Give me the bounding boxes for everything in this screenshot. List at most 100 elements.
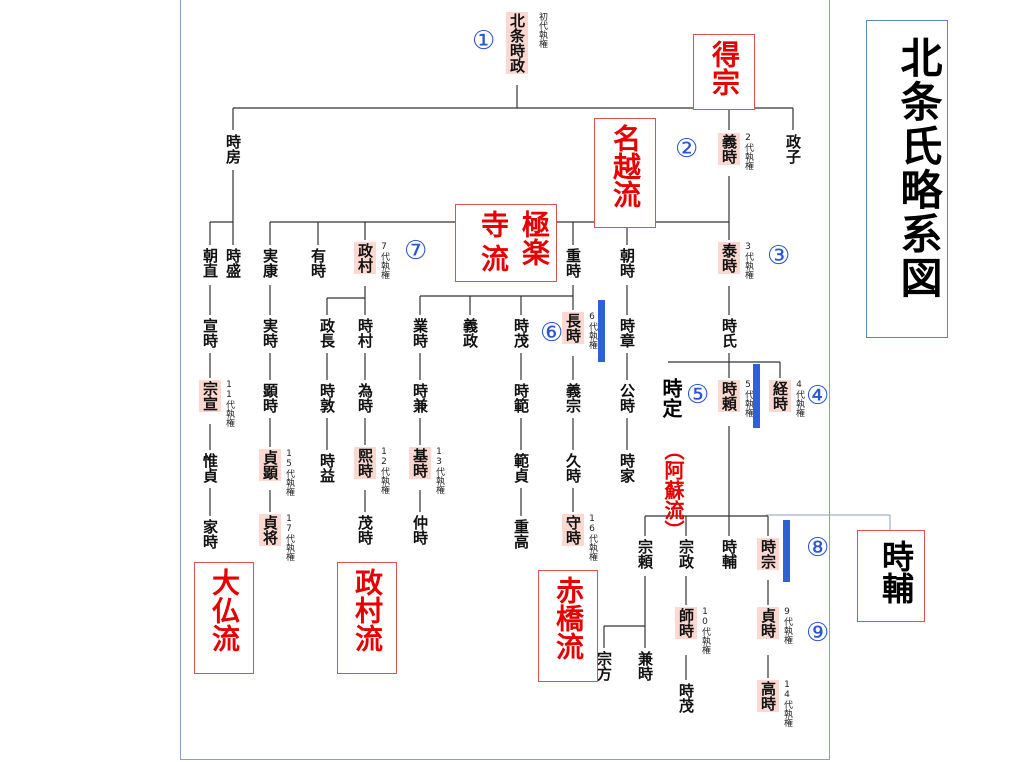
- person-ietoki: 家時: [199, 518, 221, 550]
- marker-bar-nagatoki: [598, 300, 605, 362]
- person-yoshimune: 義宗: [562, 382, 584, 414]
- person-nagatoki: 長時: [562, 312, 584, 344]
- person-munenobu: 宗宣: [199, 380, 221, 412]
- number-1: ①: [472, 26, 496, 56]
- regent-note-14: 14代執権: [782, 680, 792, 727]
- lineage-label-osaragi: 大仏流: [208, 568, 241, 652]
- lineage-box-osaragi: [194, 562, 254, 674]
- person-morotoki: 師時: [675, 607, 697, 639]
- person-sadayuki: 貞将: [259, 514, 281, 546]
- callout-jiho: 時輔: [877, 540, 915, 604]
- person-nakatoki: 仲時: [409, 514, 431, 546]
- lineage-label-tokuso: 得宗: [708, 40, 741, 96]
- regent-note-9: 9代執権: [782, 607, 792, 644]
- regent-note-2: 2代執権: [743, 133, 753, 170]
- person-tokiyori: 時頼: [718, 380, 740, 412]
- lineage-label-ryu: 流: [477, 244, 510, 272]
- person-saneyasu: 実康: [259, 247, 281, 279]
- regent-note-12: 12代執権: [379, 447, 389, 494]
- person-nobutoki: 宣時: [199, 317, 221, 349]
- person-mototoki: 基時: [409, 447, 431, 479]
- person-sanetoki: 実時: [259, 317, 281, 349]
- person-tokisuke: 時輔: [718, 538, 740, 570]
- regent-note-7: 7代執権: [379, 242, 389, 279]
- person-yasutoki: 泰時: [718, 242, 740, 274]
- regent-note-1: 初代執権: [537, 12, 547, 48]
- lineage-box-gokurakuji: [455, 204, 557, 282]
- person-kintoki: 公時: [616, 382, 638, 414]
- person-hirotoki: 煕時: [354, 447, 376, 479]
- lineage-box-akahashi: [538, 570, 598, 682]
- diagram-frame: [180, 0, 830, 760]
- lineage-label-aso: （阿蘇流）: [661, 440, 685, 540]
- regent-note-5: 5代執権: [743, 380, 753, 417]
- person-tokikane: 時兼: [409, 382, 431, 414]
- regent-note-6: 6代執権: [587, 312, 597, 349]
- person-akitoki: 顕時: [259, 382, 281, 414]
- callout-tokisada: 時定: [659, 378, 683, 418]
- person-munekata: 宗方: [593, 650, 615, 682]
- person-tokimasa: 北条時政: [506, 12, 528, 74]
- page-title: 北条氏略系図: [894, 36, 943, 300]
- person-tomonao: 朝直: [199, 247, 221, 279]
- regent-note-16: 16代執権: [587, 514, 597, 561]
- person-naritoki: 業時: [409, 317, 431, 349]
- person-tokinori: 時範: [510, 382, 532, 414]
- person-yoshitoki: 義時: [718, 133, 740, 165]
- person-kanetoki: 兼時: [634, 650, 656, 682]
- person-moritoki: 守時: [562, 514, 584, 546]
- person-aritoki: 有時: [307, 247, 329, 279]
- regent-note-11: 11代執権: [224, 380, 234, 427]
- person-sadatoki: 貞時: [757, 607, 779, 639]
- number-8: ⑧: [806, 533, 830, 563]
- person-tokishige2: 時茂: [675, 682, 697, 714]
- person-tokimasu: 時益: [316, 452, 338, 484]
- number-7: ⑦: [404, 236, 428, 266]
- person-tokimune: 時宗: [757, 538, 779, 570]
- person-tokishige: 時茂: [510, 317, 532, 349]
- number-9: ⑨: [806, 618, 830, 648]
- person-tokifusa: 時房: [222, 133, 244, 165]
- lineage-label-masamura: 政村流: [351, 568, 384, 652]
- person-tokimura: 時村: [354, 317, 376, 349]
- regent-note-10: 10代執権: [700, 607, 710, 654]
- person-tametoki: 為時: [354, 382, 376, 414]
- person-norisada: 範貞: [510, 452, 532, 484]
- person-masanaga: 政長: [316, 317, 338, 349]
- person-masako: 政子: [782, 133, 804, 165]
- regent-note-13: 13代執権: [434, 447, 444, 494]
- lineage-box-tokuso: [693, 34, 755, 110]
- person-koresada: 惟貞: [199, 452, 221, 484]
- person-takatoki: 高時: [757, 680, 779, 712]
- person-tokiuji: 時氏: [718, 317, 740, 349]
- marker-bar-tokimune: [783, 520, 790, 582]
- person-shigetoki: 重時: [562, 247, 584, 279]
- lineage-box-nagoe: [594, 118, 656, 228]
- regent-note-17: 17代執権: [284, 514, 294, 561]
- person-tokiatsu: 時敦: [316, 382, 338, 414]
- person-tomotoki: 朝時: [616, 247, 638, 279]
- person-munemasa: 宗政: [675, 538, 697, 570]
- number-4: ④: [806, 381, 830, 411]
- number-2: ②: [675, 134, 699, 164]
- person-sadaaki: 貞顕: [259, 449, 281, 481]
- marker-bar-tokiyori: [753, 364, 760, 428]
- number-5: ⑤: [686, 380, 710, 410]
- number-3: ③: [767, 241, 791, 271]
- person-tokiie: 時家: [616, 452, 638, 484]
- person-shigetoki2: 茂時: [354, 514, 376, 546]
- lineage-label-tera: 寺: [477, 210, 510, 238]
- person-shigetaka: 重高: [510, 518, 532, 550]
- lineage-label-gokuraku: 極楽: [518, 210, 551, 266]
- person-hisatoki: 久時: [562, 452, 584, 484]
- person-masamura: 政村: [354, 242, 376, 274]
- callout-jiho-box: [857, 530, 925, 622]
- lineage-label-nagoe: 名越流: [609, 124, 642, 208]
- lineage-label-akahashi: 赤橋流: [552, 576, 585, 660]
- person-tokiakira: 時章: [616, 317, 638, 349]
- regent-note-15: 15代執権: [284, 449, 294, 496]
- title-box: [866, 20, 948, 338]
- person-yoshimasa: 義政: [459, 317, 481, 349]
- lineage-box-masamura: [337, 562, 397, 674]
